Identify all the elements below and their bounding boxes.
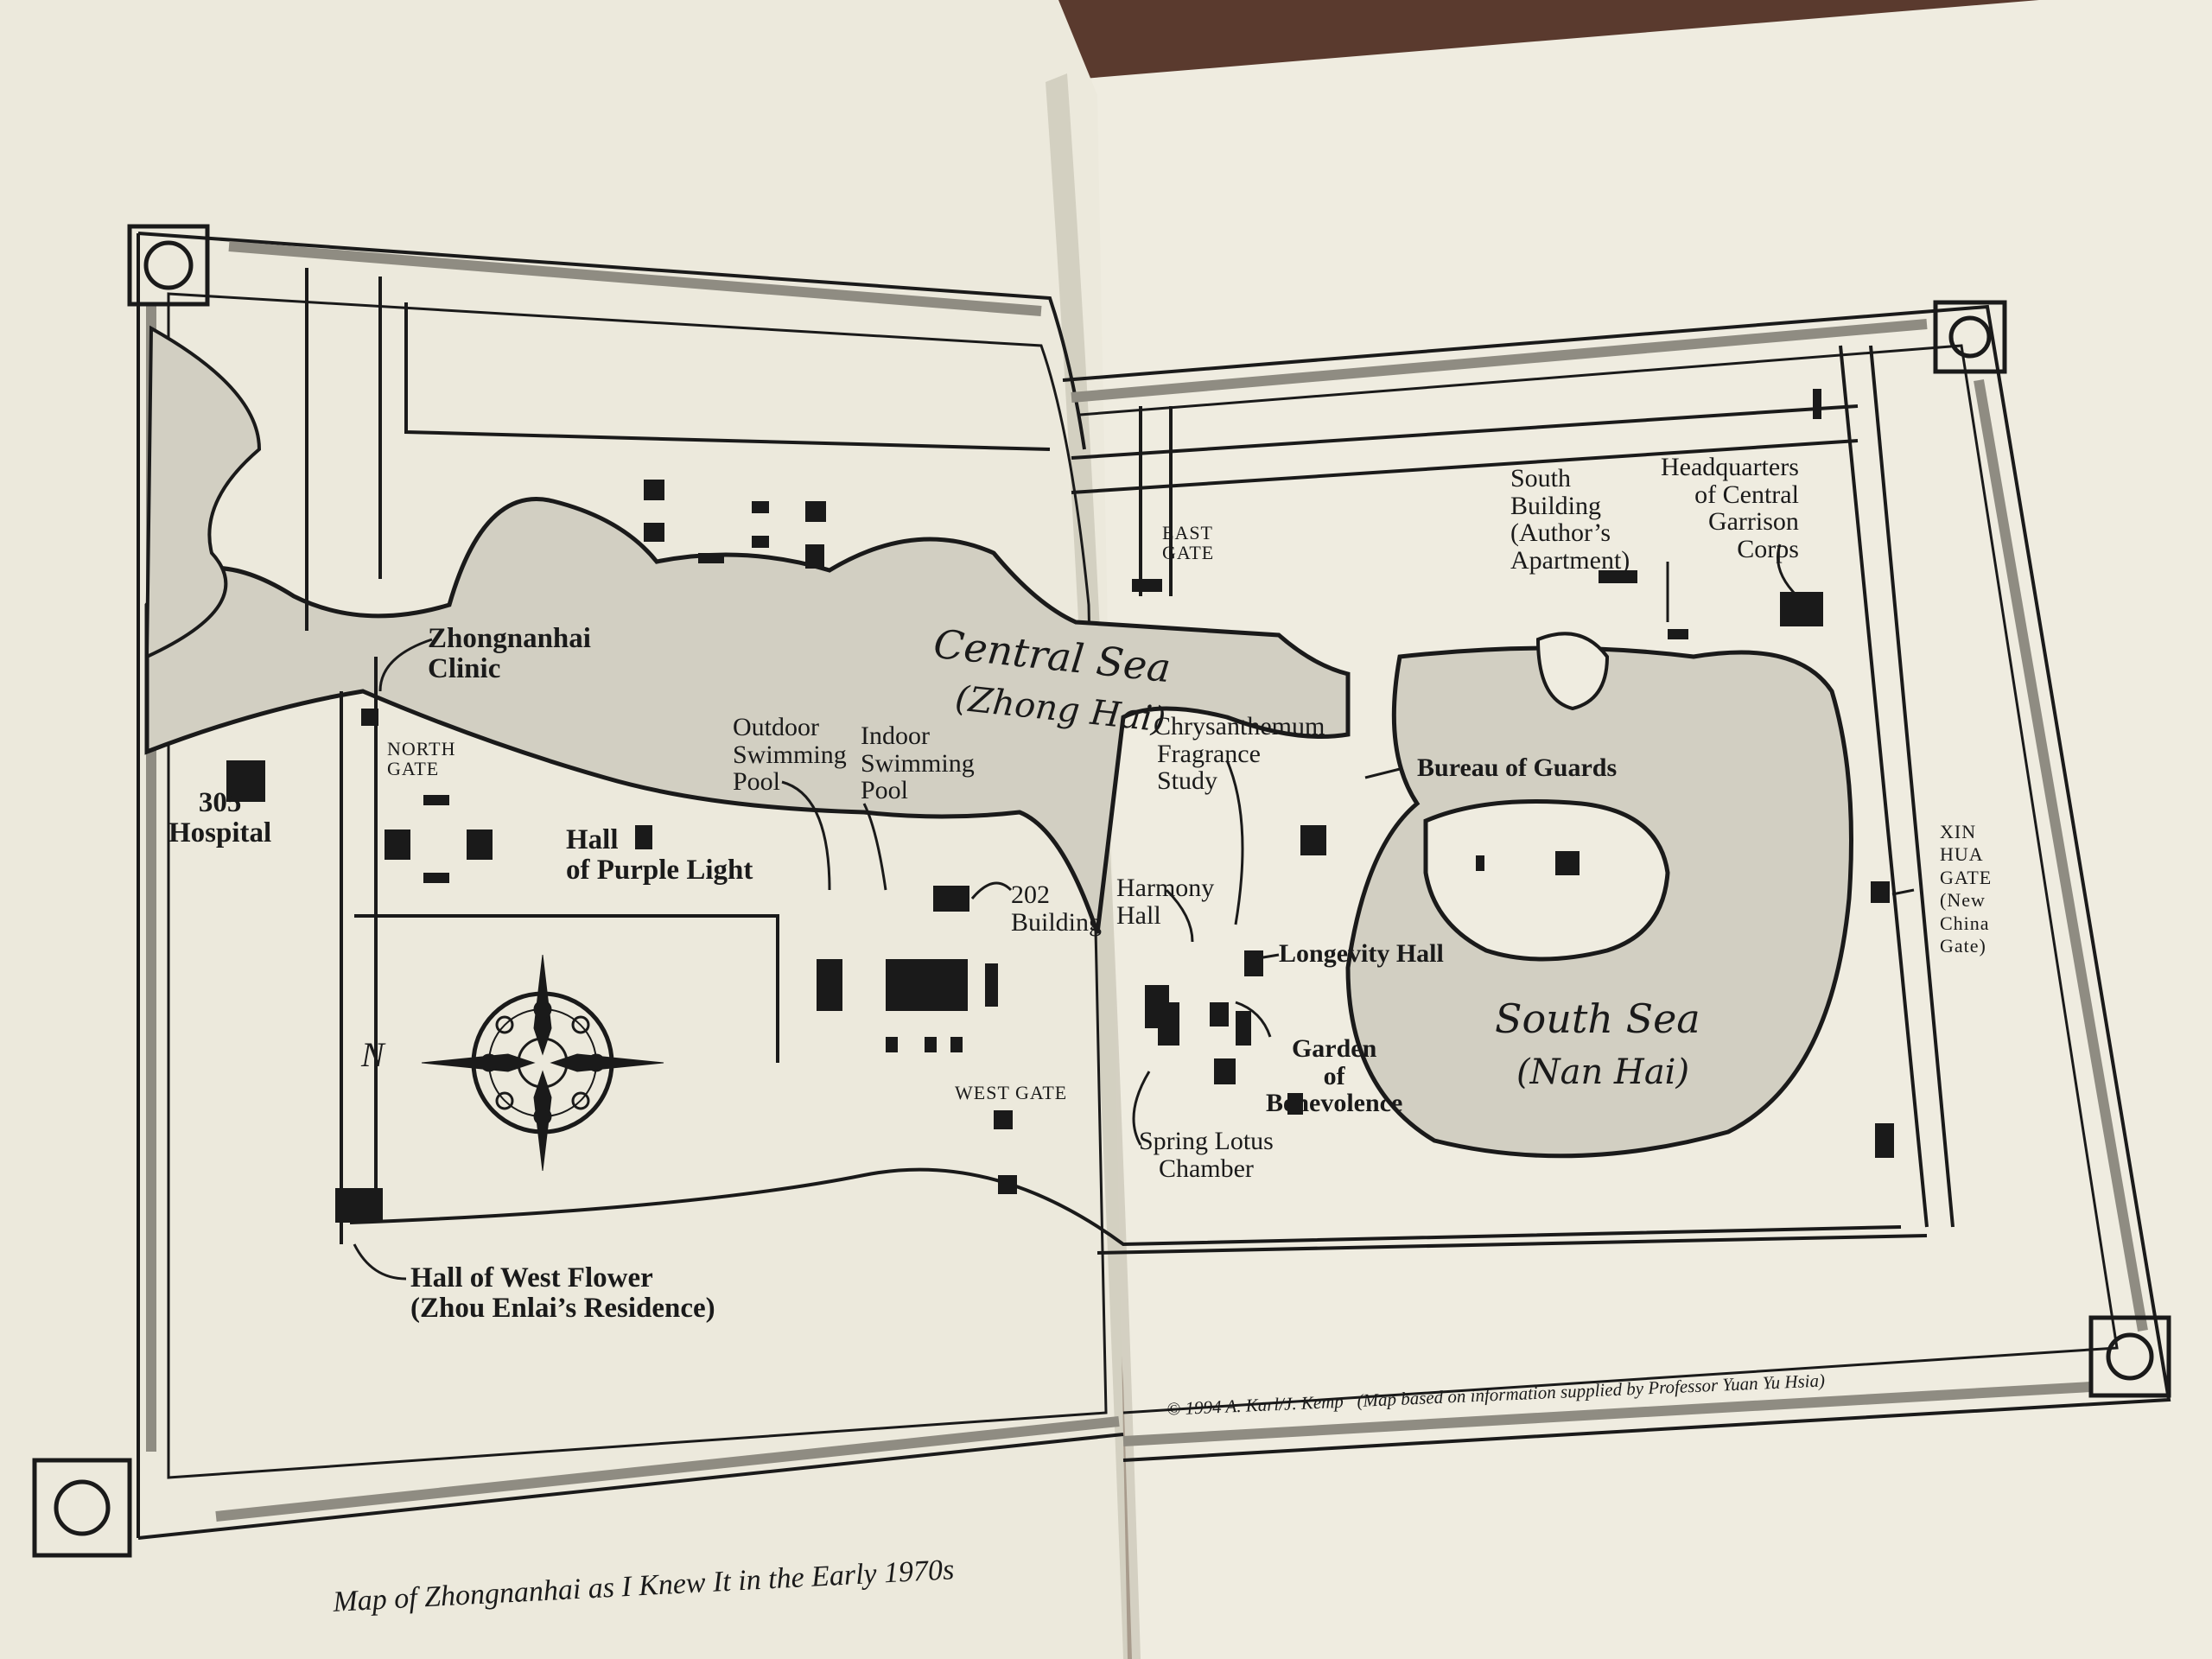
leader-lines [353,543,1915,1281]
west-flower-label: Hall of West Flower(Zhou Enlai’s Residen… [410,1262,715,1324]
bureau-label: Bureau of Guards [1417,753,1618,782]
yingtai-island [1423,799,1670,962]
buildings [226,389,1894,1223]
map-border-right [1062,304,2171,1462]
west-sea [144,325,262,660]
north-gate-label: NorthGate [387,738,456,780]
longevity-hall-label: Longevity Hall [1279,939,1444,968]
west-gate-label: West Gate [955,1082,1068,1103]
corner-ornaments [32,224,2171,1558]
left-page [0,0,1128,1659]
compass-rose [421,954,664,1172]
central-sea [144,497,1351,934]
compass-north-letter: N [361,1035,385,1074]
map-border-left [137,232,1124,1540]
south-sea-sublabel: (Nan Hai) [1516,1052,1690,1092]
south-sea-label: South Sea [1495,995,1700,1042]
roads [305,268,1955,1255]
east-gate-label: EastGate [1162,522,1215,564]
